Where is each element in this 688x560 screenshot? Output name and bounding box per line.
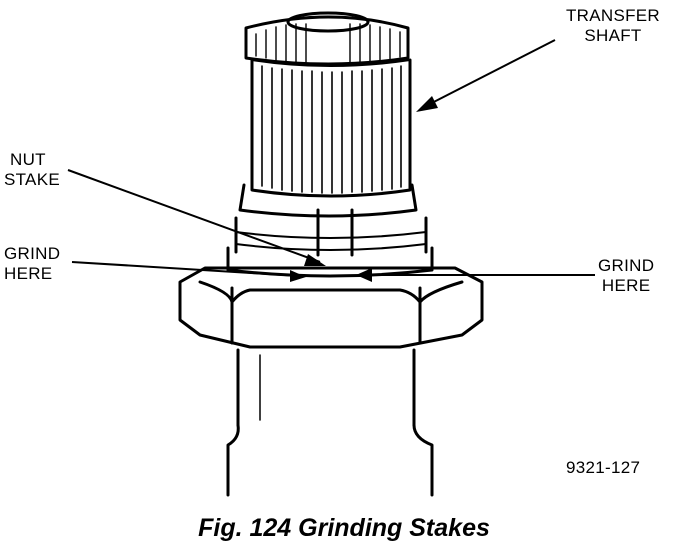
figure-caption: Fig. 124 Grinding Stakes xyxy=(198,514,490,542)
hex-nut xyxy=(178,266,484,349)
leader-lines xyxy=(67,39,595,277)
knurl-lines xyxy=(255,23,401,63)
label-grind-here-left-line2: HERE xyxy=(4,264,53,283)
label-grind-here-left-line1: GRIND xyxy=(4,244,61,263)
shaft-neck xyxy=(238,183,418,218)
label-transfer-shaft: TRANSFER SHAFT xyxy=(560,6,666,46)
transfer-shaft xyxy=(244,11,412,198)
label-grind-here-right-line2: HERE xyxy=(601,276,651,295)
collar xyxy=(226,208,434,278)
part-number: 9321-127 xyxy=(566,458,641,477)
label-transfer-shaft-line2: SHAFT xyxy=(584,26,642,45)
label-grind-here-left: GRIND HERE xyxy=(4,244,60,284)
label-grind-here-right: GRIND HERE xyxy=(598,256,654,296)
shaft-body xyxy=(226,348,434,497)
label-transfer-shaft-line1: TRANSFER xyxy=(565,6,660,25)
label-grind-here-right-line1: GRIND xyxy=(598,256,655,275)
label-nut-stake: NUT STAKE xyxy=(4,150,60,190)
spline-lines xyxy=(261,65,402,194)
arrowheads xyxy=(290,96,438,282)
label-nut-stake-line1: NUT xyxy=(10,150,46,169)
label-nut-stake-line2: STAKE xyxy=(4,170,60,189)
